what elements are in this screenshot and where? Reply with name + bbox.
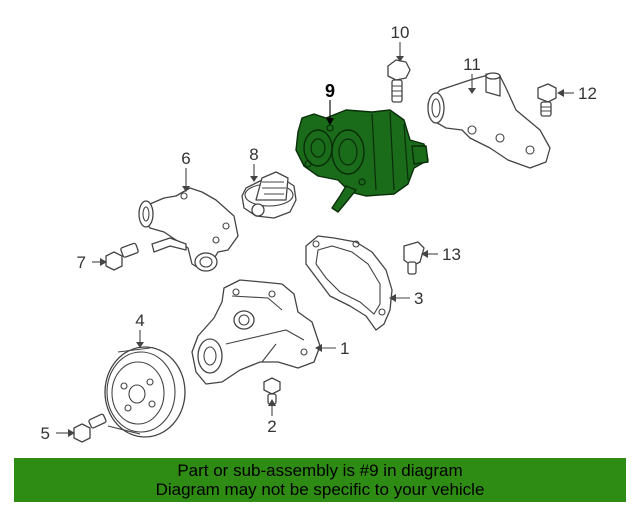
callout-13: 13 <box>442 245 461 264</box>
part-1-water-pump-housing[interactable] <box>191 279 321 385</box>
part-5-pulley-bolt[interactable] <box>73 413 107 443</box>
part-9-water-outlet-assembly[interactable] <box>295 109 429 213</box>
callout-2: 2 <box>267 417 276 436</box>
banner-line-1: Part or sub-assembly is #9 in diagram <box>177 461 463 480</box>
callout-1: 1 <box>340 339 349 358</box>
part-4-pulley[interactable] <box>104 346 186 438</box>
callout-10: 10 <box>391 23 410 42</box>
callout-3: 3 <box>414 289 423 308</box>
leader-lines <box>56 42 574 437</box>
part-7-housing-bolt[interactable] <box>105 242 139 271</box>
part-3-pump-gasket[interactable] <box>305 235 393 331</box>
callout-5: 5 <box>41 424 50 443</box>
callout-6: 6 <box>181 149 190 168</box>
callout-9: 9 <box>325 81 335 101</box>
part-6-thermostat-housing[interactable] <box>138 187 239 272</box>
part-8-thermostat[interactable] <box>241 171 297 219</box>
callout-11: 11 <box>463 55 481 74</box>
callout-7: 7 <box>77 253 86 272</box>
part-2-bolt-small[interactable] <box>263 377 281 405</box>
banner-line-2: Diagram may not be specific to your vehi… <box>155 480 485 499</box>
callout-12: 12 <box>578 84 597 103</box>
part-13-temperature-sensor[interactable] <box>403 241 425 275</box>
info-banner: Part or sub-assembly is #9 in diagram Di… <box>14 458 626 502</box>
callout-4: 4 <box>135 311 144 330</box>
callout-8: 8 <box>249 145 258 164</box>
part-10-stud-bolt[interactable] <box>387 59 411 103</box>
part-11-outlet-pipe[interactable] <box>427 72 551 169</box>
part-12-outlet-bolt[interactable] <box>537 83 557 117</box>
parts-diagram: 10 11 12 9 8 6 7 13 3 1 4 2 5 <box>41 23 597 443</box>
